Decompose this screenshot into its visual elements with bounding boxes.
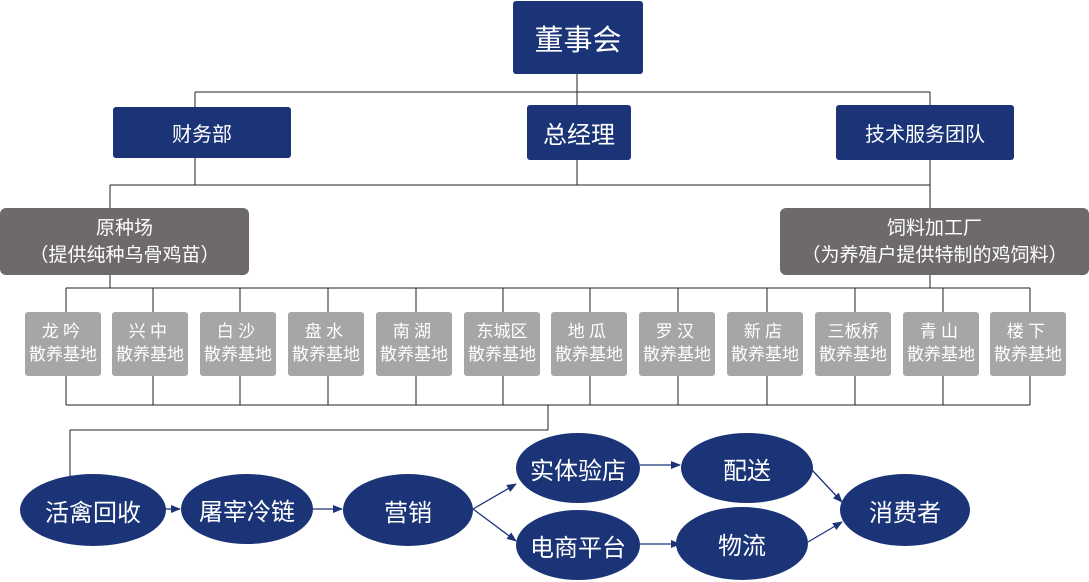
base-name: 青山 <box>919 322 963 342</box>
flow-consumer-label: 消费者 <box>869 498 941 527</box>
flow-store-label: 实体验店 <box>530 456 626 485</box>
board-node: 董事会 <box>513 1 643 74</box>
flow-consumer-node: 消费者 <box>840 474 970 546</box>
base-type: 散养基地 <box>731 345 799 365</box>
base-type: 散养基地 <box>204 345 272 365</box>
flow-delivery-label: 配送 <box>723 456 771 485</box>
base-type: 散养基地 <box>29 345 97 365</box>
base-name: 龙吟 <box>41 322 85 342</box>
base-type: 散养基地 <box>380 345 448 365</box>
flow-cold-chain-label: 屠宰冷链 <box>199 497 295 526</box>
base-node: 地瓜 散养基地 <box>551 312 627 376</box>
base-type: 散养基地 <box>468 345 536 365</box>
base-node: 青山 散养基地 <box>903 312 979 376</box>
flow-logistics-label: 物流 <box>718 532 766 560</box>
base-node: 楼下 散养基地 <box>990 312 1066 376</box>
base-type: 散养基地 <box>292 345 360 365</box>
flow-store-node: 实体验店 <box>516 433 640 503</box>
base-name: 盘水 <box>304 322 348 342</box>
base-node: 南湖 散养基地 <box>376 312 452 376</box>
base-name: 三板桥 <box>827 322 879 342</box>
base-name: 楼下 <box>1006 322 1050 342</box>
base-node: 龙吟 散养基地 <box>25 312 101 376</box>
flow-delivery-node: 配送 <box>681 433 813 503</box>
base-node: 新店 散养基地 <box>727 312 803 376</box>
feed-factory-title: 饲料加工厂 <box>886 216 982 239</box>
base-name: 南湖 <box>392 322 436 342</box>
flow-recycle-label: 活禽回收 <box>45 498 141 527</box>
feed-factory-node: 饲料加工厂 （为养殖户提供特制的鸡饲料） <box>780 208 1089 275</box>
base-node: 兴中 散养基地 <box>112 312 188 376</box>
flow-marketing-node: 营销 <box>343 474 473 546</box>
finance-label: 财务部 <box>172 122 232 146</box>
base-name: 地瓜 <box>567 322 611 342</box>
breeding-farm-title: 原种场 <box>95 216 153 239</box>
base-type: 散养基地 <box>643 345 711 365</box>
flow-recycle-node: 活禽回收 <box>20 474 166 546</box>
gm-node: 总经理 <box>527 105 631 160</box>
breeding-farm-node: 原种场 （提供纯种乌骨鸡苗） <box>0 208 249 275</box>
base-name: 罗汉 <box>655 322 699 342</box>
base-name: 白沙 <box>216 322 260 342</box>
flow-marketing-label: 营销 <box>384 498 432 527</box>
base-node: 盘水 散养基地 <box>288 312 364 376</box>
base-name: 东城区 <box>476 322 528 342</box>
base-type: 散养基地 <box>907 345 975 365</box>
tech-label: 技术服务团队 <box>865 122 985 146</box>
base-node: 东城区 散养基地 <box>464 312 540 376</box>
board-label: 董事会 <box>534 22 622 57</box>
base-node: 三板桥 散养基地 <box>815 312 891 376</box>
base-node: 罗汉 散养基地 <box>639 312 715 376</box>
base-type: 散养基地 <box>819 345 887 365</box>
tech-node: 技术服务团队 <box>836 105 1014 160</box>
base-type: 散养基地 <box>555 345 623 365</box>
base-type: 散养基地 <box>116 345 184 365</box>
base-node: 白沙 散养基地 <box>200 312 276 376</box>
flow-ecommerce-node: 电商平台 <box>516 510 640 580</box>
base-type: 散养基地 <box>994 345 1062 365</box>
feed-factory-desc: （为养殖户提供特制的鸡饲料） <box>801 243 1068 266</box>
flow-cold-chain-node: 屠宰冷链 <box>181 474 313 544</box>
breeding-farm-desc: （提供纯种乌骨鸡苗） <box>29 243 220 266</box>
base-name: 新店 <box>743 322 787 342</box>
gm-label: 总经理 <box>543 121 615 149</box>
base-name: 兴中 <box>128 322 172 342</box>
flow-ecommerce-label: 电商平台 <box>530 533 626 562</box>
flow-logistics-node: 物流 <box>676 507 808 580</box>
finance-node: 财务部 <box>113 107 291 158</box>
